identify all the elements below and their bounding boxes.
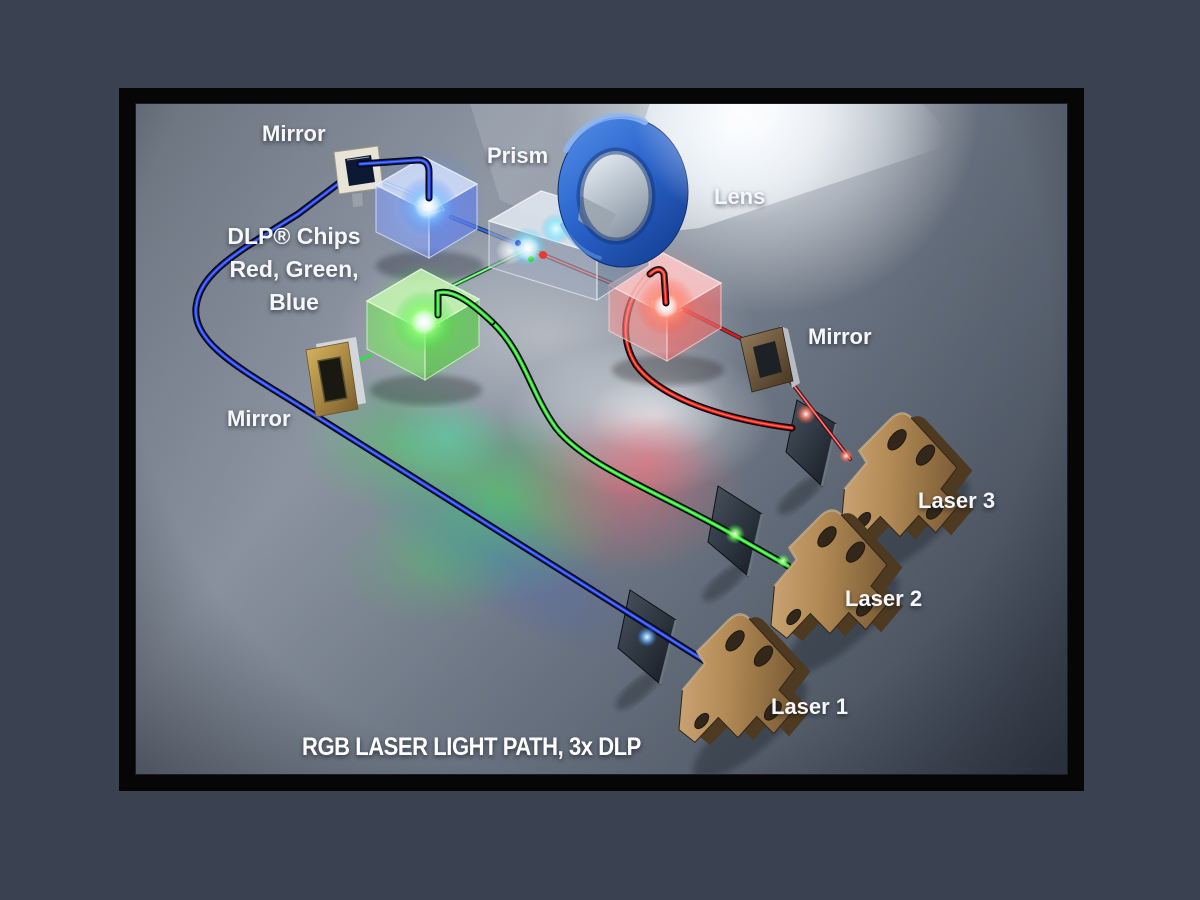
label-mirror-right: Mirror <box>808 324 872 349</box>
scene-content <box>136 104 1067 774</box>
green-dlp-cube <box>363 262 483 382</box>
label-dlp-chips-line1: DLP® Chips <box>227 223 361 249</box>
label-laser-2: Laser 2 <box>845 586 923 611</box>
green-beam-path <box>488 318 792 570</box>
diagram-title: RGB LASER LIGHT PATH, 3x DLP <box>302 733 641 761</box>
label-mirror-top: Mirror <box>262 121 326 146</box>
label-dlp-chips-line3: Blue <box>269 289 319 315</box>
label-dlp-chips-line2: Red, Green, <box>229 256 359 282</box>
mirror-red-chip <box>739 326 800 393</box>
label-dlp-chips: DLP® Chips Red, Green, Blue <box>224 220 364 319</box>
blue-dlp-cube <box>369 147 485 263</box>
frame-inner-edge <box>135 103 1068 775</box>
label-mirror-left: Mirror <box>227 406 291 431</box>
label-lens: Lens <box>714 184 766 209</box>
mirror-green-chip <box>305 337 366 418</box>
lens-flare-glow <box>632 104 852 222</box>
label-prism: Prism <box>487 143 549 168</box>
label-laser-1: Laser 1 <box>771 694 849 719</box>
blue-beam-path <box>192 173 720 672</box>
label-laser-3: Laser 3 <box>918 488 996 513</box>
